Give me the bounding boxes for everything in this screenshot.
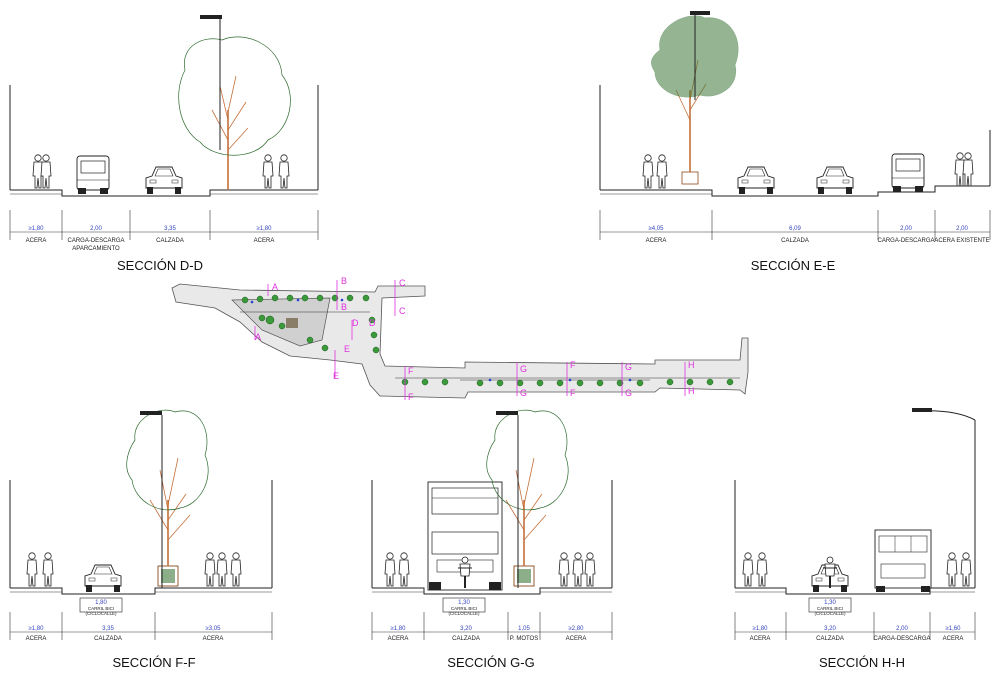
hh-dim-1: ≥1,80 bbox=[753, 626, 769, 632]
plan-mark-b-bottom: B bbox=[341, 302, 347, 312]
gg-label-motos: P. MOTOS bbox=[510, 636, 538, 642]
plan-mark-g-top-2: G bbox=[625, 362, 632, 372]
gg-dim-3: 1,05 bbox=[518, 626, 530, 632]
ee-label-acera-existente: ACERA EXISTENTE bbox=[934, 238, 989, 244]
ff-label-calzada: CALZADA bbox=[94, 636, 122, 642]
section-dd: ≥1,80 2,00 3,35 ≥1,80 ACERA CARGA-DESCAR… bbox=[9, 15, 319, 273]
hh-dim-4: ≥1,60 bbox=[946, 626, 962, 632]
plan-view: A A B B C C D D E E F F F F G G G G H H bbox=[171, 276, 749, 402]
section-gg-title: SECCIÓN G-G bbox=[447, 655, 534, 670]
gg-bike-label: CARRIL BICI bbox=[451, 606, 477, 611]
gg-dim-1: ≥1,80 bbox=[391, 626, 407, 632]
plan-mark-d-left: D bbox=[352, 318, 359, 328]
ee-dim-1: ≥4,05 bbox=[649, 226, 665, 232]
plan-mark-e-top: E bbox=[344, 344, 350, 354]
dd-label-carga: CARGA-DESCARGA bbox=[67, 238, 124, 244]
plan-mark-c-bottom: C bbox=[399, 306, 406, 316]
dd-label-calzada: CALZADA bbox=[156, 238, 184, 244]
gg-label-acera: ACERA bbox=[388, 636, 409, 642]
ee-label-calzada: CALZADA bbox=[781, 238, 809, 244]
hh-label-calzada: CALZADA bbox=[816, 636, 844, 642]
plan-mark-c-top: C bbox=[399, 278, 406, 288]
ee-dim-2: 6,09 bbox=[789, 226, 801, 232]
ee-dim-4: 2,00 bbox=[956, 226, 968, 232]
ff-dim-2: 3,35 bbox=[102, 626, 114, 632]
section-ff: 1,80 CARRIL BICI (CICLOCALLE) ≥1,80 3,35… bbox=[9, 409, 273, 670]
section-hh: 1,30 CARRIL BICI (CICLOCALLE) ≥1,80 3,20… bbox=[734, 408, 976, 670]
hh-bike-label: CARRIL BICI bbox=[817, 606, 843, 611]
dd-dim-3: 3,35 bbox=[164, 226, 176, 232]
section-ee-title: SECCIÓN E-E bbox=[751, 258, 836, 273]
dd-dim-1: ≥1,80 bbox=[29, 226, 45, 232]
section-ff-title: SECCIÓN F-F bbox=[112, 655, 195, 670]
ff-bike-dim: 1,80 bbox=[95, 600, 107, 606]
ff-dim-1: ≥1,80 bbox=[29, 626, 45, 632]
plan-mark-b-top: B bbox=[341, 276, 347, 286]
section-gg: 1,30 CARRIL BICI (CICLOCALLE) ≥1,80 3,20… bbox=[371, 409, 613, 670]
ff-label-acera-2: ACERA bbox=[203, 636, 224, 642]
gg-label-acera-2: ACERA bbox=[566, 636, 587, 642]
hh-label-acera-2: ACERA bbox=[943, 636, 964, 642]
plan-mark-d-right: D bbox=[369, 318, 376, 328]
plan-mark-e-bottom: E bbox=[333, 371, 339, 381]
gg-bike-dim: 1,30 bbox=[458, 600, 470, 606]
plan-mark-f-top-1: F bbox=[408, 366, 414, 376]
dd-dim-2: 2,00 bbox=[90, 226, 102, 232]
plan-mark-f-bottom-1: F bbox=[408, 392, 414, 402]
dd-dim-4: ≥1,80 bbox=[257, 226, 273, 232]
plan-mark-g-bottom-2: G bbox=[625, 388, 632, 398]
plan-mark-g-bottom-1: G bbox=[520, 388, 527, 398]
plan-mark-g-top-1: G bbox=[520, 364, 527, 374]
hh-dim-3: 2,00 bbox=[896, 626, 908, 632]
dd-label-acera-2: ACERA bbox=[254, 238, 275, 244]
gg-bike-sub: (CICLOCALLE) bbox=[448, 611, 480, 616]
section-hh-title: SECCIÓN H-H bbox=[819, 655, 905, 670]
section-dd-title: SECCIÓN D-D bbox=[117, 258, 203, 273]
hh-bike-sub: (CICLOCALLE) bbox=[814, 611, 846, 616]
ee-label-acera: ACERA bbox=[646, 238, 667, 244]
ff-bike-label: CARRIL BICI bbox=[88, 606, 114, 611]
plan-mark-f-top-2: F bbox=[570, 360, 576, 370]
dd-label-aparcamiento: APARCAMIENTO bbox=[72, 246, 120, 252]
hh-bike-dim: 1,30 bbox=[824, 600, 836, 606]
gg-label-calzada: CALZADA bbox=[452, 636, 480, 642]
ff-bike-sub: (CICLOCALLE) bbox=[85, 611, 117, 616]
plan-mark-f-bottom-2: F bbox=[570, 388, 576, 398]
plan-mark-h-bottom: H bbox=[688, 386, 695, 396]
ff-label-acera: ACERA bbox=[26, 636, 47, 642]
ee-label-carga: CARGA-DESCARGA bbox=[877, 238, 934, 244]
ff-dim-3: ≥3,05 bbox=[206, 626, 222, 632]
hh-label-carga: CARGA-DESCARGA bbox=[873, 636, 930, 642]
dd-label-acera: ACERA bbox=[26, 238, 47, 244]
hh-dim-2: 3,20 bbox=[824, 626, 836, 632]
hh-label-acera: ACERA bbox=[750, 636, 771, 642]
gg-dim-2: 3,20 bbox=[460, 626, 472, 632]
gg-dim-4: ≥2,80 bbox=[569, 626, 585, 632]
plan-mark-h-top: H bbox=[688, 360, 695, 370]
plan-mark-a-bottom: A bbox=[255, 332, 261, 342]
section-ee: ≥4,05 6,09 2,00 2,00 ACERA CALZADA CARGA… bbox=[599, 11, 991, 273]
plan-mark-a-top: A bbox=[272, 282, 278, 292]
ee-dim-3: 2,00 bbox=[900, 226, 912, 232]
